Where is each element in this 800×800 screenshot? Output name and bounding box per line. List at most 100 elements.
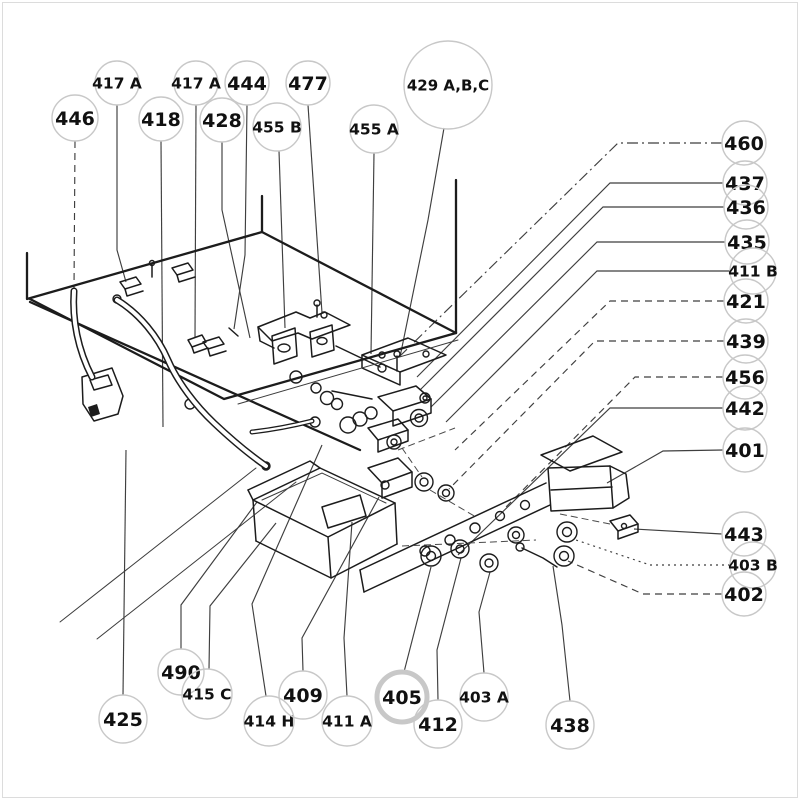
callout-490-24[interactable]: 490 [157,648,205,696]
callout-403-a-31[interactable]: 403 A [459,672,509,722]
fitting-circle [320,311,328,319]
part-balloon[interactable] [722,427,768,473]
leader-line-437 [416,182,723,378]
part-balloon[interactable] [199,97,245,143]
leader-line-444 [233,104,248,330]
hose-tube-fill [71,289,94,379]
callout-439-16[interactable]: 439 [723,318,769,364]
part-shape [359,569,365,593]
part-number-label: 490 [161,662,201,684]
fitting-circle [390,438,398,446]
callout-429-a-b-c-9[interactable]: 429 A,B,C [403,40,493,130]
callout-402-22[interactable]: 402 [721,571,767,617]
callout-412-30[interactable]: 412 [413,699,463,749]
callout-415-c-25[interactable]: 415 C [181,668,233,720]
part-balloon[interactable] [278,670,328,720]
part-balloon[interactable] [459,672,509,722]
part-balloon[interactable] [723,278,769,324]
part-balloon[interactable] [98,694,148,744]
fitting-circle [561,526,573,538]
callout-455-b-6[interactable]: 455 B [252,102,302,152]
part-balloon[interactable] [721,120,767,166]
callout-436-12[interactable]: 436 [723,184,769,230]
part-number-label: 435 [727,232,767,254]
callout-418-2[interactable]: 418 [138,96,184,142]
part-balloon[interactable] [722,160,768,206]
part-balloon[interactable] [252,102,302,152]
callout-444-4[interactable]: 444 [224,60,270,106]
part-number-label: 437 [725,173,765,195]
part-balloon[interactable] [721,571,767,617]
part-balloon[interactable] [413,699,463,749]
callout-477-7[interactable]: 477 [285,60,331,106]
part-balloon[interactable] [157,648,205,696]
part-balloon[interactable] [721,511,767,557]
part-balloon[interactable] [723,184,769,230]
fitting-hole [277,343,291,353]
callout-414-h-26[interactable]: 414 H [243,695,295,747]
part-balloon[interactable] [243,695,295,747]
callout-411-b-14[interactable]: 411 B [728,247,778,295]
part-balloon[interactable] [224,60,270,106]
part-balloon[interactable] [94,60,140,106]
part-balloon[interactable] [173,60,219,106]
callout-435-13[interactable]: 435 [724,219,770,265]
fitting-circle [319,390,335,406]
part-balloon[interactable] [729,541,777,589]
construction-line [261,472,387,504]
part-shape [271,327,298,365]
part-balloon[interactable] [722,385,768,431]
part-balloon[interactable] [729,247,777,295]
part-shape [361,354,401,386]
callout-443-20[interactable]: 443 [721,511,767,557]
callout-411-a-28[interactable]: 411 A [321,695,373,747]
fitting-circle [414,413,424,423]
leader-line-490 [180,501,258,649]
part-shape [124,288,144,297]
part-balloon[interactable] [51,94,99,142]
part-balloon[interactable] [181,668,233,720]
callout-456-17[interactable]: 456 [722,354,768,400]
callout-437-11[interactable]: 437 [722,160,768,206]
callout-446-0[interactable]: 446 [51,94,99,142]
callout-455-a-8[interactable]: 455 A [349,104,399,154]
part-number-label: 443 [724,524,764,546]
part-balloon[interactable] [321,695,373,747]
part-number-label: 403 A [459,689,509,707]
fitting-circle [352,411,368,427]
part-number-label: 436 [726,197,766,219]
part-shape [550,486,613,491]
part-shape [394,502,398,545]
callout-460-10[interactable]: 460 [721,120,767,166]
part-shape [309,324,335,358]
leader-line-402 [567,560,722,595]
highlighted-part-balloon[interactable] [374,669,430,725]
part-number-label: 402 [724,584,764,606]
part-number-label: 421 [726,291,766,313]
part-balloon[interactable] [403,40,493,130]
part-balloon[interactable] [545,700,595,750]
part-balloon[interactable] [724,219,770,265]
part-shape [207,348,227,357]
part-balloon[interactable] [723,318,769,364]
callout-438-32[interactable]: 438 [545,700,595,750]
callout-417-a-1[interactable]: 417 A [92,60,142,106]
callout-409-27[interactable]: 409 [278,670,328,720]
part-balloon[interactable] [138,96,184,142]
part-balloon[interactable] [285,60,331,106]
fitting-circle [330,397,344,411]
callout-417-a-3[interactable]: 417 A [171,60,221,106]
callout-428-5[interactable]: 428 [199,97,245,143]
callout-442-18[interactable]: 442 [722,385,768,431]
fitting-circle [450,539,470,559]
part-balloon[interactable] [722,354,768,400]
callout-405-29[interactable]: 405 [374,669,430,725]
callout-421-15[interactable]: 421 [723,278,769,324]
part-balloon[interactable] [349,104,399,154]
part-number-label: 417 A [92,75,142,93]
callout-425-23[interactable]: 425 [98,694,148,744]
callout-401-19[interactable]: 401 [722,427,768,473]
callout-403-b-21[interactable]: 403 B [728,541,778,589]
part-shape [363,504,551,593]
part-shape [247,489,254,501]
